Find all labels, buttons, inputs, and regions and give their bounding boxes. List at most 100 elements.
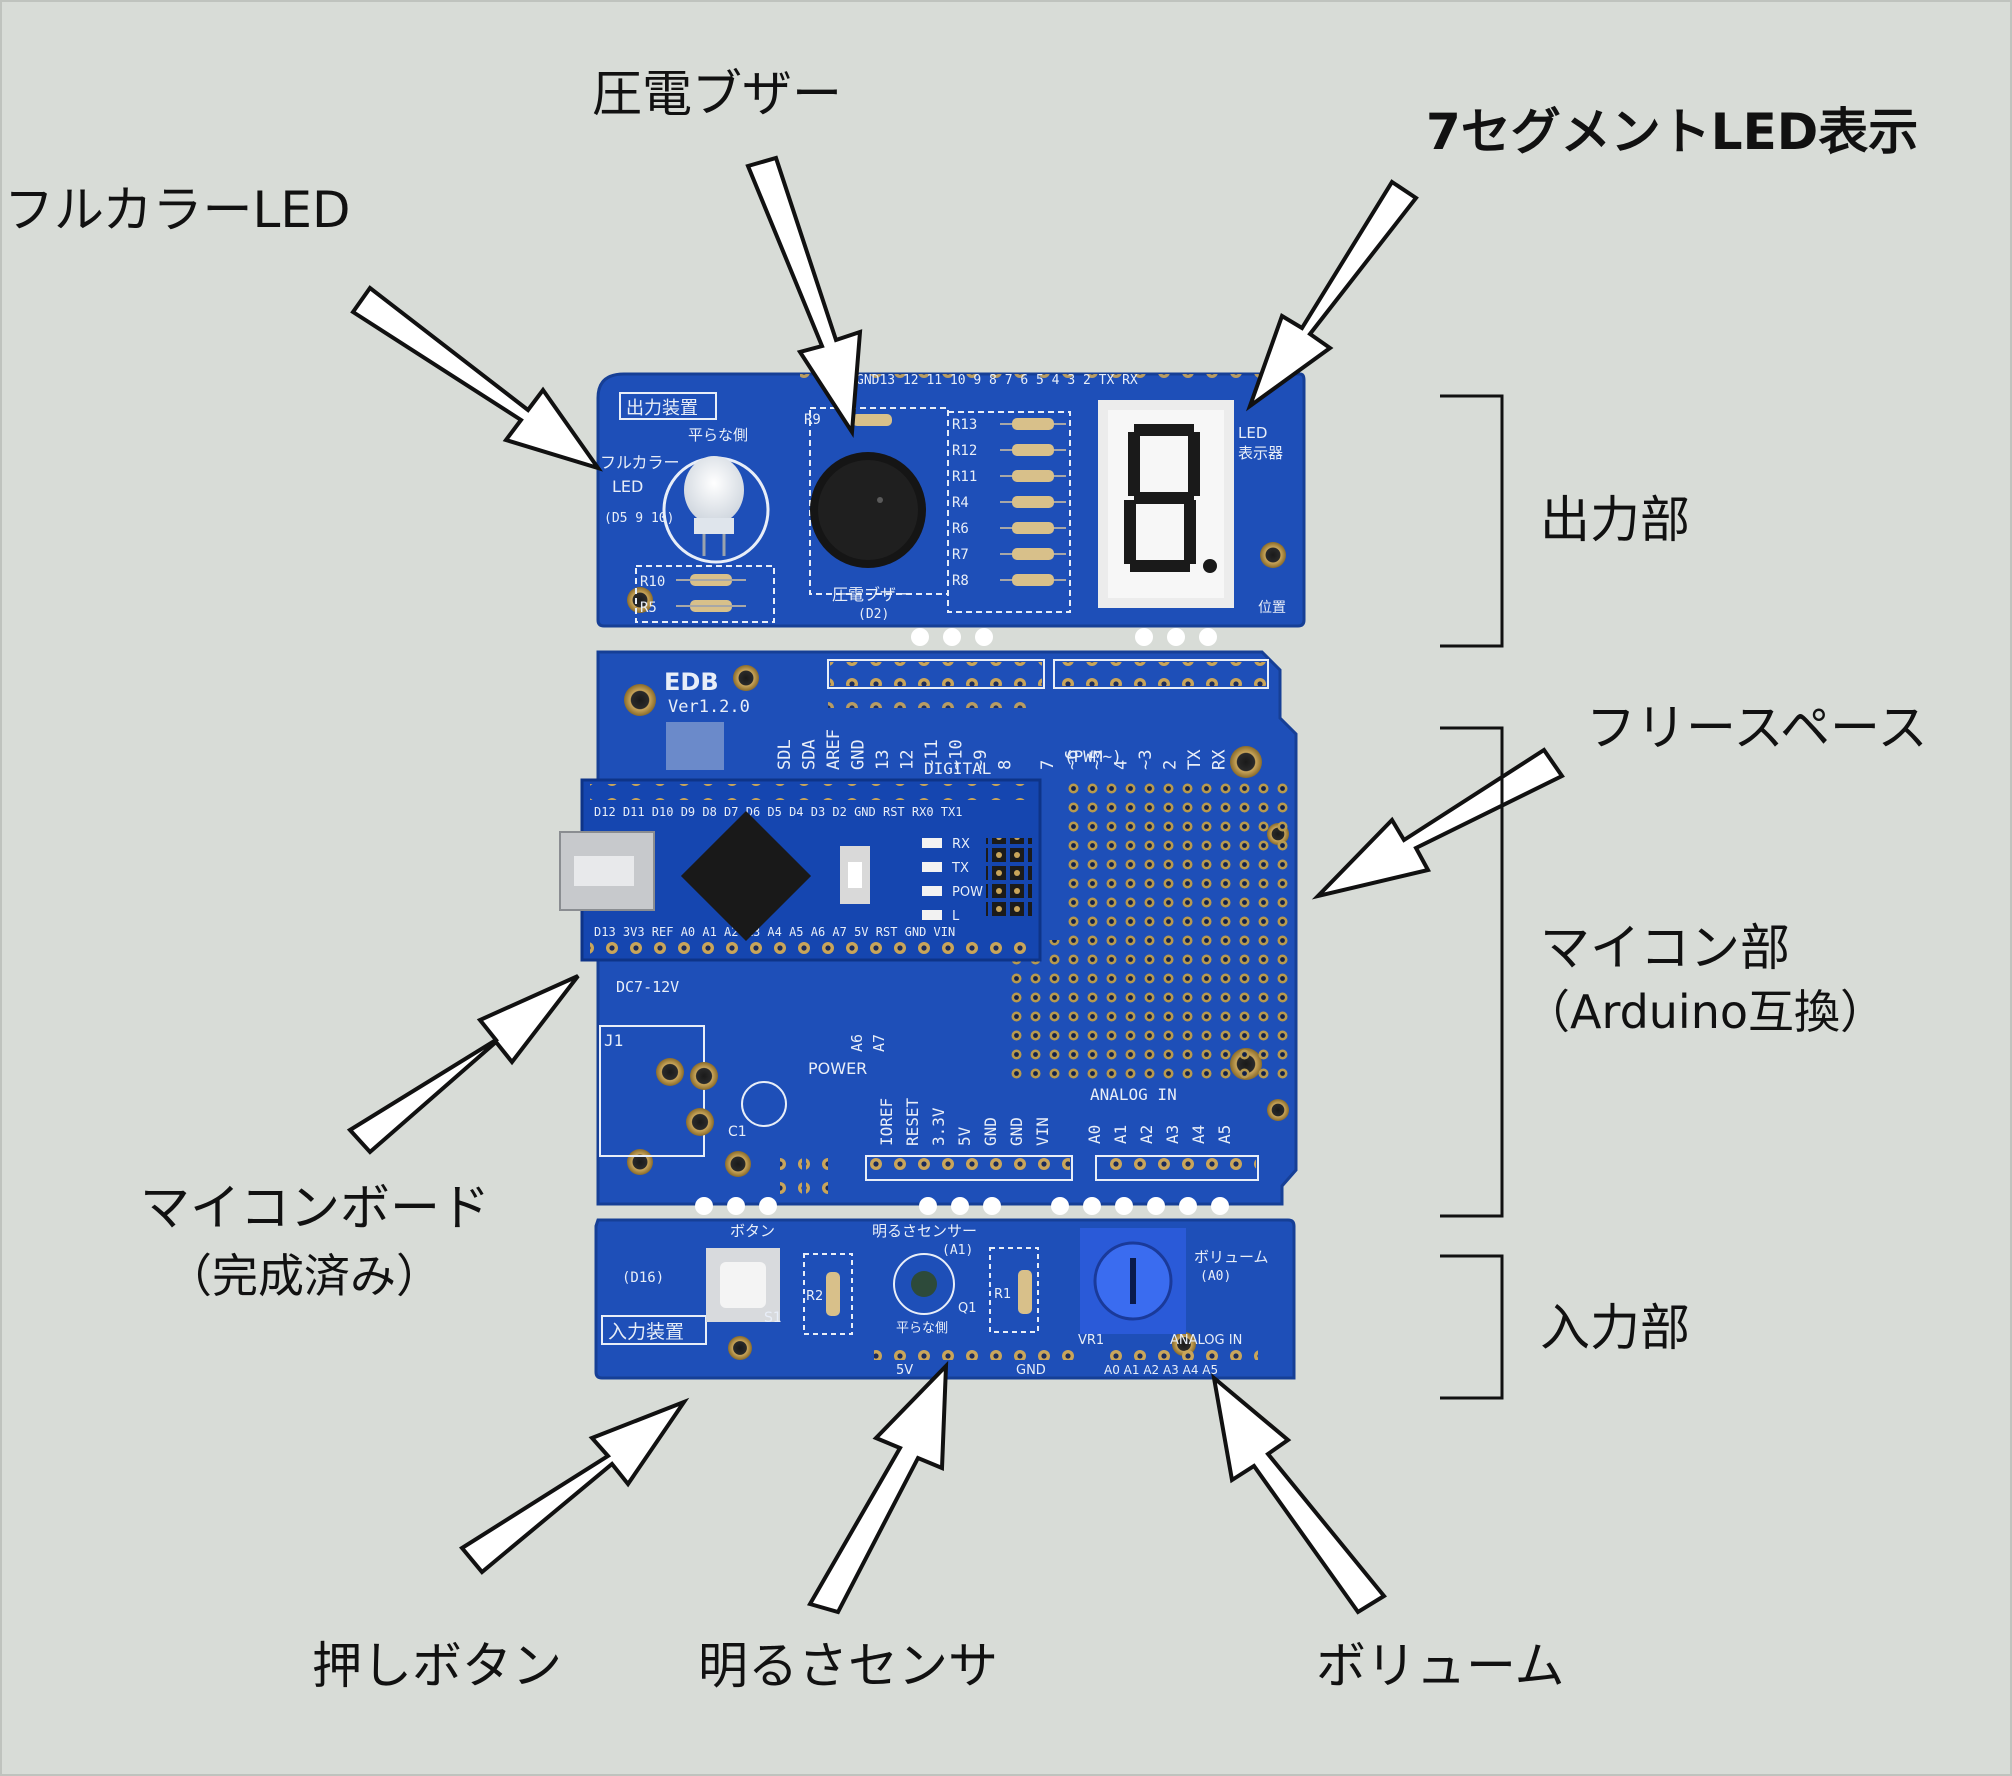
callout-volume: ボリューム (1316, 1637, 1565, 1695)
resistor-label: R6 (952, 521, 969, 537)
mount-hole (627, 587, 653, 613)
section-mcu-line1: マイコン部 (1540, 919, 1790, 977)
pin-label: 7 (1038, 760, 1058, 770)
resistor-label: R11 (952, 469, 977, 485)
pin-label: TX (1185, 749, 1205, 770)
output-breakaway-holes (911, 628, 1217, 646)
pin-label: 4 (1112, 760, 1132, 770)
s1-label: S1 (764, 1310, 782, 1326)
output-board: GND13 12 11 10 9 8 7 6 5 4 3 2 TX RX 出力装… (596, 372, 1306, 646)
a6-a7-label: A6 (848, 1034, 866, 1052)
callout-piezo-buzzer: 圧電ブザー (592, 65, 842, 123)
resistor (1012, 548, 1054, 560)
r9-label: R9 (804, 412, 821, 428)
resistor-label: R12 (952, 443, 977, 459)
vol-board-label: ボリューム (1194, 1248, 1269, 1266)
input-title: 入力装置 (608, 1321, 684, 1343)
analog-in-label: ANALOG IN (1090, 1085, 1177, 1104)
bottom-5v: 5V (896, 1363, 913, 1378)
power-pin-label: RESET (903, 1097, 922, 1146)
callout-free-space: フリースペース (1586, 699, 1928, 757)
position-label: 位置 (1258, 600, 1286, 616)
power-label: POWER (808, 1059, 867, 1078)
pin-label: ~10 (947, 739, 967, 770)
vol-pin-label: (A0) (1200, 1269, 1231, 1284)
callout-full-color-led: フルカラーLED (4, 181, 351, 239)
pin-label: 13 (873, 750, 893, 770)
r1-label: R1 (994, 1287, 1011, 1302)
power-pin-label: GND (1007, 1117, 1026, 1146)
nano-led-rx: RX (952, 837, 970, 852)
resistor (1012, 574, 1054, 586)
callout-mcu-board-note: （完成済み） (166, 1249, 442, 1303)
section-input: 入力部 (1540, 1299, 1690, 1357)
arrow-volume (1211, 1372, 1387, 1615)
edb-version: Ver1.2.0 (668, 697, 750, 717)
resistor (1012, 444, 1054, 456)
power-pin-label: 5V (955, 1126, 974, 1146)
nano-top-pins: D12 D11 D10 D9 D8 D7 D6 D5 D4 D3 D2 GND … (594, 805, 962, 819)
resistor-label: R7 (952, 547, 969, 563)
pin-label: SDL (775, 739, 795, 770)
bottom-analog-pins: A0 A1 A2 A3 A4 A5 (1104, 1363, 1218, 1377)
light-board-label: 明るさセンサー (872, 1222, 977, 1240)
pin-label: 2 (1161, 760, 1181, 770)
a6-a7-label: A7 (870, 1034, 888, 1052)
analog-pin-label: A0 (1085, 1125, 1104, 1144)
pin-label: ~5 (1087, 750, 1107, 770)
edb-name: EDB (664, 668, 719, 696)
vr1-label: VR1 (1078, 1333, 1104, 1348)
mount-hole (733, 665, 759, 691)
nano-led-l: L (952, 909, 960, 924)
led-label: LED (612, 477, 643, 496)
pin-label: ~3 (1136, 750, 1156, 770)
arrow-mcu-board (346, 974, 580, 1155)
power-pin-label: 3.3V (929, 1107, 948, 1146)
section-brackets (1440, 394, 1504, 1400)
dc-label: DC7-12V (616, 978, 679, 996)
arrow-free-space (1311, 747, 1565, 900)
power-pin-label: GND (981, 1117, 1000, 1146)
light-sensor (911, 1271, 937, 1297)
pin-label: ~11 (922, 739, 942, 770)
resistor-label: R4 (952, 495, 969, 511)
mount-hole (1267, 1099, 1289, 1121)
button-board-label: ボタン (730, 1222, 775, 1240)
callout-push-button: 押しボタン (312, 1637, 562, 1695)
bracket-input (1440, 1254, 1504, 1400)
mount-hole (1260, 542, 1286, 568)
analog-pin-label: A3 (1163, 1125, 1182, 1144)
callout-seven-segment: 7セグメントLED表示 (1426, 103, 1919, 161)
input-board: 入力装置 ボタン (D16) S1 R2 明るさセンサー (A1) Q1 平らな… (594, 1218, 1296, 1380)
resistor (1012, 470, 1054, 482)
arrow-light-sensor (806, 1360, 949, 1615)
analog-pin-label: A5 (1215, 1125, 1234, 1144)
arrow-push-button (459, 1397, 690, 1575)
bracket-output (1440, 394, 1504, 648)
buzzer-board-label: 圧電ブザー (832, 585, 912, 604)
mcu-chip (680, 810, 812, 942)
mount-hole (624, 684, 656, 716)
mount-hole (725, 1151, 751, 1177)
r10-label: R10 (640, 574, 665, 590)
pin-label: ~6 (1063, 750, 1083, 770)
arrow-full-color-led (350, 285, 603, 472)
pin-label: GND (849, 739, 869, 770)
q1-label: Q1 (958, 1301, 977, 1316)
resistor (1012, 496, 1054, 508)
seg-label-1: LED (1238, 424, 1267, 442)
pin-label: SDA (800, 739, 820, 770)
mount-hole (1230, 746, 1262, 778)
led-pins-label: (D5 9 10) (604, 511, 674, 526)
full-color-led (684, 456, 744, 524)
arrow-seven-segment (1245, 179, 1419, 412)
output-title: 出力装置 (626, 398, 698, 419)
power-pin-label: VIN (1033, 1117, 1052, 1146)
